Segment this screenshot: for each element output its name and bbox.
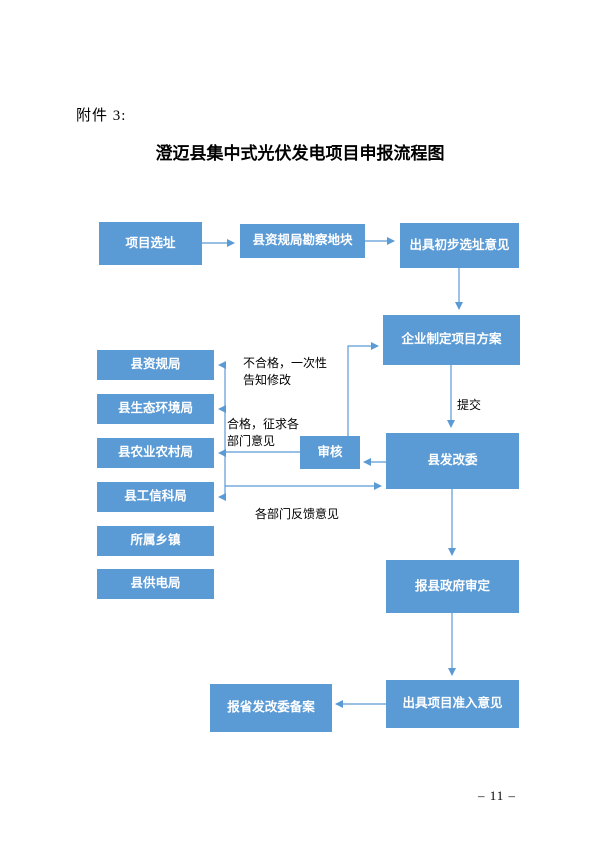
flow-box-county-gov-approval: 报县政府审定 — [386, 560, 519, 613]
label-fail-line2: 告知修改 — [243, 373, 292, 388]
flow-box-preliminary-opinion: 出具初步选址意见 — [400, 223, 519, 268]
flow-box-county-ndrc: 县发改委 — [386, 433, 519, 489]
label-pass-line1: 合格，征求各 — [227, 417, 300, 431]
flow-box-agriculture-bureau: 县农业农村局 — [97, 438, 214, 468]
label-fail-path: 不合格，一次性 告知修改 — [243, 355, 327, 390]
label-departments-feedback: 各部门反馈意见 — [255, 507, 340, 521]
flow-box-ecology-bureau: 县生态环境局 — [97, 394, 214, 424]
attachment-label: 附件 3: — [76, 108, 127, 124]
flow-box-project-site: 项目选址 — [99, 222, 202, 265]
flow-box-access-opinion: 出具项目准入意见 — [386, 680, 519, 728]
page-number: – 11 – — [478, 788, 517, 803]
label-fail-line1: 不合格，一次性 — [243, 356, 328, 370]
label-submit: 提交 — [457, 398, 482, 412]
page-title: 澄迈县集中式光伏发电项目申报流程图 — [155, 144, 445, 163]
flow-box-township: 所属乡镇 — [97, 526, 214, 556]
flow-box-resources-bureau: 县资规局 — [97, 350, 214, 380]
flow-box-power-bureau: 县供电局 — [97, 569, 214, 599]
flow-box-provincial-filing: 报省发改委备案 — [210, 684, 332, 732]
label-pass-line2: 部门意见 — [227, 434, 276, 449]
label-pass-path: 合格，征求各 部门意见 — [227, 416, 299, 451]
flow-box-industry-bureau: 县工信科局 — [97, 482, 214, 512]
flow-box-survey-plot: 县资规局勘察地块 — [240, 224, 365, 258]
flow-box-review: 审核 — [300, 436, 360, 469]
flow-box-enterprise-plan: 企业制定项目方案 — [383, 315, 520, 365]
